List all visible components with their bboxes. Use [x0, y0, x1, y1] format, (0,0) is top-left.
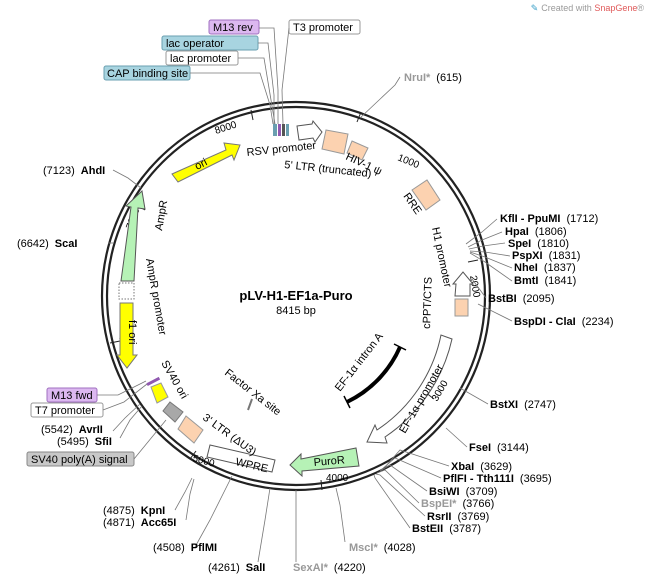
left-label-boxes: M13 fwd T7 promoter SV40 poly(A) signal — [26, 387, 135, 467]
site-sfii: (5495)SfiI — [57, 436, 112, 448]
cap-binding-box-label: CAP binding site — [107, 68, 188, 80]
site-pspxi: PspXI(1831) — [512, 250, 580, 262]
ef1a-intron-label: EF-1α intron A — [333, 330, 386, 394]
ef1a-intron-cap-end — [343, 395, 351, 409]
lacop-block — [286, 124, 289, 136]
ampr-promoter-label: AmpR promoter — [143, 257, 168, 336]
top-leader-lines — [190, 27, 290, 125]
site-hpai: HpaI(1806) — [505, 226, 567, 238]
tick-label-4000: 4000 — [326, 473, 349, 484]
site-bspdi-clai: BspDI - ClaI(2234) — [514, 316, 614, 328]
t3-promoter-box — [288, 19, 361, 35]
t3-promoter-box-label: T3 promoter — [293, 22, 353, 34]
lac-promoter-box-label: lac promoter — [170, 53, 231, 65]
site-fsei: FseI(3144) — [469, 442, 529, 454]
m13fwd-box-label: M13 fwd — [51, 390, 93, 402]
puror-arrow — [289, 447, 360, 478]
hiv-psi-box — [346, 140, 369, 161]
rre-box — [411, 179, 441, 211]
t3-block — [282, 124, 285, 136]
tick-label-1000: 1000 — [396, 153, 421, 172]
site-acc65i: (4871)Acc65I — [103, 517, 176, 529]
site-rsrii: RsrII(3769) — [427, 511, 489, 523]
site-bsteii: BstEII(3787) — [412, 523, 481, 535]
plasmid-size: 8415 bp — [276, 305, 316, 317]
site-nrui: NruI*(615) — [404, 72, 462, 84]
tick-label-8000: 8000 — [214, 119, 239, 136]
site-kpni: (4875)KpnI — [103, 505, 165, 517]
plasmid-name: pLV-H1-EF1a-Puro — [239, 288, 352, 303]
rsv-promoter-arrow — [296, 119, 323, 143]
site-bspei: BspEI*(3766) — [421, 498, 494, 510]
site-bsiwi: BsiWI(3709) — [429, 486, 497, 498]
sv40-polya-label-box-label: SV40 poly(A) signal — [31, 454, 128, 466]
puror-label: PuroR — [313, 454, 345, 469]
f1-ori-arrow — [115, 302, 139, 369]
ef1a-intron-arc — [346, 346, 402, 404]
site-scai: (6642)ScaI — [17, 238, 77, 250]
lac-cap-block — [273, 124, 277, 136]
left-leader-lines — [97, 380, 167, 460]
site-bmti: BmtI(1841) — [514, 275, 576, 287]
restriction-site-leaders — [108, 76, 513, 563]
f1-ori-label: f1 ori — [126, 320, 138, 344]
rsv-promoter-label: RSV promoter — [246, 140, 317, 159]
lac-operator-box-label: lac operator — [166, 38, 224, 50]
m13fwd-t7-block — [146, 376, 161, 387]
site-ahdi: (7123)AhdI — [43, 165, 105, 177]
site-msci: MscI*(4028) — [349, 542, 416, 554]
h1-promoter-arrow — [451, 271, 475, 297]
site-sexai: SexAI*(4220) — [293, 562, 366, 574]
factor-xa-mark — [247, 398, 253, 411]
site-bstxi: BstXI(2747) — [490, 399, 556, 411]
top-label-boxes: M13 rev T3 promoter lac operator lac pro… — [103, 19, 361, 81]
site-avrii: (5542)AvrII — [41, 424, 103, 436]
sv40-ori-box — [150, 382, 169, 404]
ori-arrow — [171, 142, 241, 183]
snapgene-logo-icon: ✎ — [530, 3, 539, 13]
site-sali: (4261)SalI — [208, 562, 265, 574]
wpre-box — [206, 444, 276, 473]
m13rev-block — [278, 124, 281, 136]
t7-promoter-box-label: T7 promoter — [35, 405, 95, 417]
ampr-promoter-box — [118, 282, 135, 300]
cppt-cts-label: cPPT/CTS — [421, 277, 435, 329]
ltr5-box — [321, 129, 349, 155]
m13rev-box-label: M13 rev — [213, 22, 253, 34]
site-kfli-ppumi: KflI - PpuMI(1712) — [500, 213, 598, 225]
site-pflmi: (4508)PflMI — [153, 542, 217, 554]
site-xbai: XbaI(3629) — [451, 461, 512, 473]
factor-xa-label: Factor Xa site — [222, 367, 283, 418]
site-pflfi-tth111i: PflFI - Tth111I(3695) — [443, 473, 552, 485]
ef1a-intron-cap-start — [393, 343, 407, 351]
ltr3-box — [177, 415, 204, 444]
snapgene-watermark: ✎Created with SnapGene® — [530, 3, 644, 13]
ampr-arrow — [120, 189, 146, 282]
m13rev-box — [208, 19, 260, 35]
ori-label: ori — [193, 156, 209, 172]
ef1a-promoter-arrow — [366, 334, 453, 444]
site-nhei: NheI(1837) — [514, 262, 576, 274]
site-bstbi: BstBI(2095) — [488, 293, 555, 305]
sv40-polya-box — [162, 401, 184, 423]
site-spei: SpeI(1810) — [508, 238, 569, 250]
cppt-cts-box — [454, 298, 469, 317]
ampr-label: AmpR — [153, 199, 170, 231]
